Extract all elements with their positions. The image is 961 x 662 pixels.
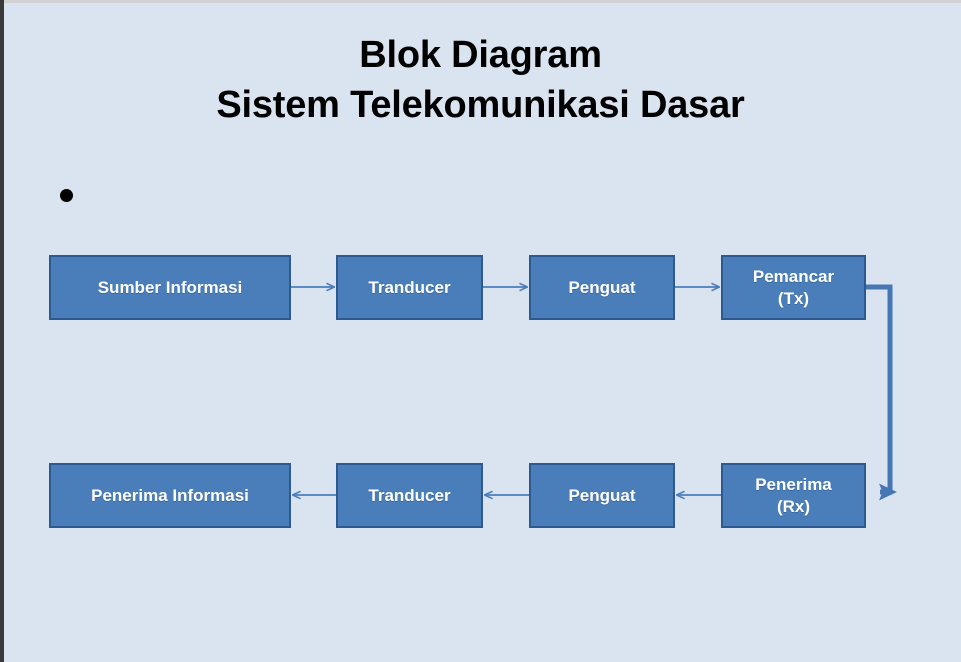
block-penguat-tx[interactable]: Penguat: [529, 255, 675, 320]
block-penguat-rx[interactable]: Penguat: [529, 463, 675, 528]
block-pemancar-tx[interactable]: Pemancar (Tx): [721, 255, 866, 320]
connector-pemancar-to-penerima: [866, 284, 897, 501]
bullet-point-marker: [60, 189, 73, 202]
block-tranducer-rx[interactable]: Tranducer: [336, 463, 483, 528]
block-penerima-informasi[interactable]: Penerima Informasi: [49, 463, 291, 528]
capture-left-edge: [0, 0, 4, 662]
block-penerima-rx[interactable]: Penerima (Rx): [721, 463, 866, 528]
block-tranducer-tx[interactable]: Tranducer: [336, 255, 483, 320]
page-title: Blok Diagram Sistem Telekomunikasi Dasar: [216, 34, 745, 126]
block-sumber-informasi[interactable]: Sumber Informasi: [49, 255, 291, 320]
capture-top-edge: [0, 0, 961, 3]
